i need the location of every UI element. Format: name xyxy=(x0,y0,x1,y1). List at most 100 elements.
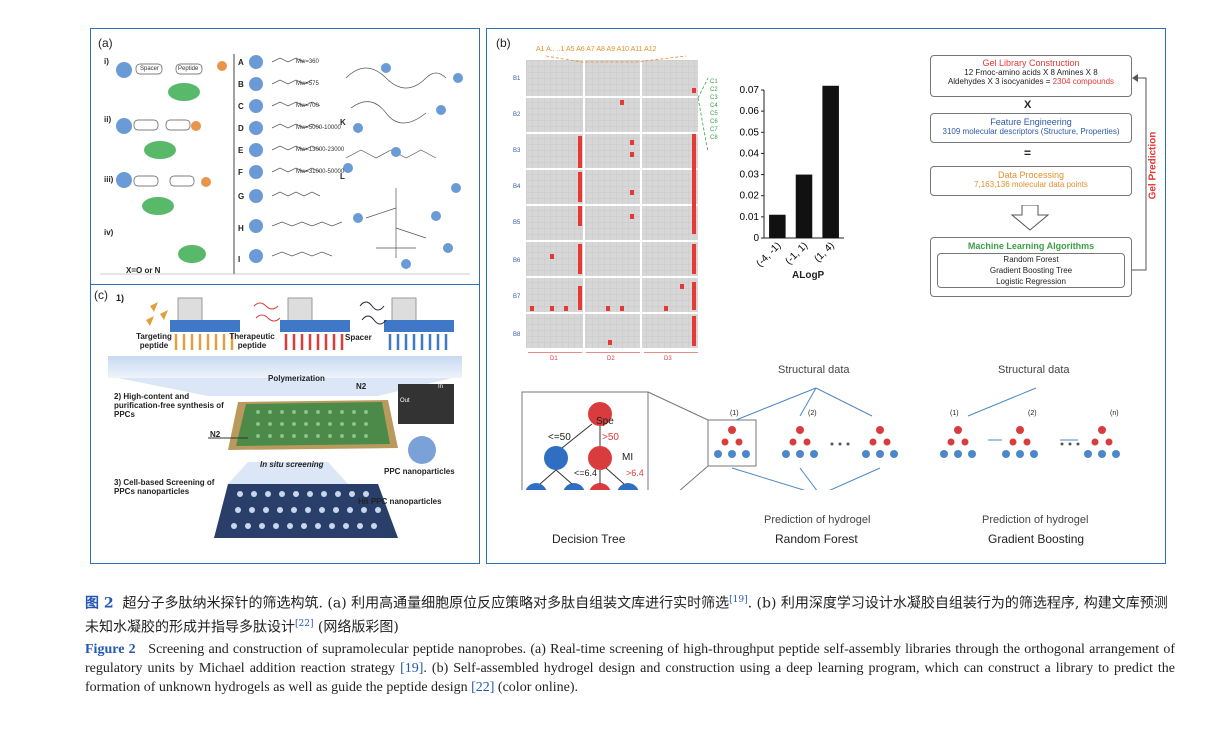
panel-c-screening-illustration xyxy=(108,297,462,538)
random-forest-caption: Random Forest xyxy=(775,532,858,546)
down-arrow-icon xyxy=(1010,205,1050,231)
decision-tree-caption: Decision Tree xyxy=(552,532,626,546)
panel-c-label: (c) xyxy=(94,288,108,302)
caption-en-ref1[interactable]: [19] xyxy=(400,661,424,676)
row-label-b3: B3 xyxy=(513,148,521,154)
panel-a-row-i: i) xyxy=(104,57,109,66)
c-label-5: C5 xyxy=(710,111,718,117)
panel-a-letter-g: G xyxy=(238,192,245,201)
col-bracket-d2 xyxy=(586,352,640,353)
caption-cn-ref1[interactable]: [19] xyxy=(729,595,748,605)
caption-cn-figure-label: 图 2 xyxy=(85,595,114,612)
panel-a-label: (a) xyxy=(98,36,113,50)
n2-label-a: N2 xyxy=(356,382,367,391)
caption-en-text3: (color online). xyxy=(494,680,579,695)
panel-a-mw-f: Mw=31000-50000 xyxy=(296,169,345,175)
prediction-b: Prediction of hydrogel xyxy=(982,514,1089,526)
hit-cell xyxy=(630,190,634,195)
feature-engineering-box: Feature Engineering 3109 molecular descr… xyxy=(930,113,1132,143)
col-bracket-d3 xyxy=(644,352,698,353)
step3-label: 3) Cell-based Screening of PPCs nanopart… xyxy=(114,478,215,496)
hit-cell xyxy=(692,134,696,234)
panel-a-peptide-tag: Peptide xyxy=(178,66,199,72)
caption-cn-ref2[interactable]: [22] xyxy=(295,618,314,629)
gel-library-box: Gel Library Construction 12 Fmoc-amino a… xyxy=(930,55,1132,97)
dt-root-label: Spe xyxy=(596,416,614,427)
caption-en-text1: Screening and construction of supramolec… xyxy=(85,642,1175,676)
tree-n3: (1) xyxy=(950,410,959,417)
row-label-b8: B8 xyxy=(513,332,521,338)
alogp-bar xyxy=(795,174,813,238)
feedback-arrow xyxy=(1132,74,1147,271)
panel-a-chemistry-illustration xyxy=(100,54,470,275)
caption-en-figure-label: Figure 2 xyxy=(85,642,136,657)
panel-a-letter-l: L xyxy=(340,172,345,181)
structural-data-b: Structural data xyxy=(998,364,1070,376)
gel-library-count: 2304 compounds xyxy=(1052,77,1115,86)
hit-cell xyxy=(692,244,696,274)
alogp-bar xyxy=(822,85,839,239)
dt-mi-label: MI xyxy=(622,452,634,463)
panel-a-mw-c: Mw=700 xyxy=(296,103,319,109)
heatmap-vline-2 xyxy=(640,60,642,348)
caption-chinese: 图 2 超分子多肽纳米探针的筛选构筑. (a) 利用高通量细胞原位反应策略对多肽… xyxy=(85,590,1175,637)
hit-cell xyxy=(692,282,696,310)
tree-n1: (1) xyxy=(730,410,739,417)
c-labels: C1 C2 C3 C4 C5 C6 C7 C8 xyxy=(710,78,730,142)
panel-a-mw-b: Mw=575 xyxy=(296,81,319,87)
in-label: In xyxy=(438,384,444,390)
heatmap-hline-6 xyxy=(526,276,698,278)
gel-library-title: Gel Library Construction xyxy=(982,58,1080,68)
ml-item-lr: Logistic Regression xyxy=(996,277,1066,286)
gel-library-line2: Aldehydes X 3 isocyanides = 2304 compoun… xyxy=(931,77,1131,86)
caption-cn-text2: . (b) 利用深度学习设计水凝胶自组装行为的筛选程序, 构建文库预测未知水凝胶… xyxy=(85,595,1168,636)
c-label-8: C8 xyxy=(710,135,718,141)
panel-b-frame xyxy=(486,28,1166,564)
dt-gt50: >50 xyxy=(602,432,619,443)
x-tick-label: (-4, -1) xyxy=(754,240,783,269)
panel-a-letter-a: A xyxy=(238,58,244,67)
gel-library-line1: 12 Fmoc-amino acids X 8 Amines X 8 xyxy=(964,68,1098,77)
hit-cell xyxy=(578,286,582,310)
caption-en-text2: . (b) Self-assembled hydrogel design and… xyxy=(85,661,1175,695)
hit-cell xyxy=(630,152,634,157)
row-label-b2: B2 xyxy=(513,112,521,118)
panel-a-mw-d: Mw=5000-10000 xyxy=(296,125,341,131)
hit-cell xyxy=(664,306,668,311)
in-situ-label: In situ screening xyxy=(260,460,324,469)
panel-a-letter-d: D xyxy=(238,124,244,133)
panel-a-letter-e: E xyxy=(238,146,244,155)
y-tick-label: 0.03 xyxy=(740,170,760,181)
y-tick-label: 0.06 xyxy=(740,106,760,117)
top-column-labels: A1 A.. ..1 A5 A6 A7 A8 A9 A10 A11 A12 xyxy=(536,46,657,53)
y-tick-label: 0.07 xyxy=(740,85,760,96)
ml-algorithms-box: Machine Learning Algorithms Random Fores… xyxy=(930,237,1132,297)
panel-c-illustration xyxy=(98,292,474,560)
hit-label: Hit PPC nanoparticles xyxy=(358,497,442,506)
col-label-d1: D1 xyxy=(550,356,558,362)
alogp-bar xyxy=(769,214,786,238)
ml-inner: Random Forest Gradient Boosting Tree Log… xyxy=(937,253,1125,288)
caption-en-ref2[interactable]: [22] xyxy=(471,680,495,695)
hit-cell xyxy=(530,306,534,311)
trees-illustration xyxy=(521,387,1120,490)
hit-cell xyxy=(578,206,582,226)
dt-gt64: >6.4 xyxy=(626,468,644,478)
caption-english: Figure 2 Screening and construction of s… xyxy=(85,640,1175,697)
heatmap-vline-1 xyxy=(583,60,585,348)
panel-c-divider xyxy=(91,284,479,285)
panel-a-letter-i: I xyxy=(238,255,241,264)
heatmap-hline-4 xyxy=(526,204,698,206)
panel-b-label: (b) xyxy=(496,36,511,50)
ml-title: Machine Learning Algorithms xyxy=(967,241,1095,251)
ml-item-rf: Random Forest xyxy=(1003,255,1059,264)
c-label-7: C7 xyxy=(710,127,718,133)
pipette-label-targeting: Targeting peptide xyxy=(136,332,172,350)
hit-cell xyxy=(680,284,684,289)
heatmap-callouts xyxy=(545,55,709,153)
alogp-bar-chart: 00.010.020.030.040.050.060.07(-4, -1)(-1… xyxy=(740,85,844,269)
heatmap-hline-7 xyxy=(526,312,698,314)
caption-cn-text1: 超分子多肽纳米探针的筛选构筑. (a) 利用高通量细胞原位反应策略对多肽自组装文… xyxy=(122,595,730,612)
hit-cell xyxy=(608,340,612,345)
c-label-1: C1 xyxy=(710,79,718,85)
